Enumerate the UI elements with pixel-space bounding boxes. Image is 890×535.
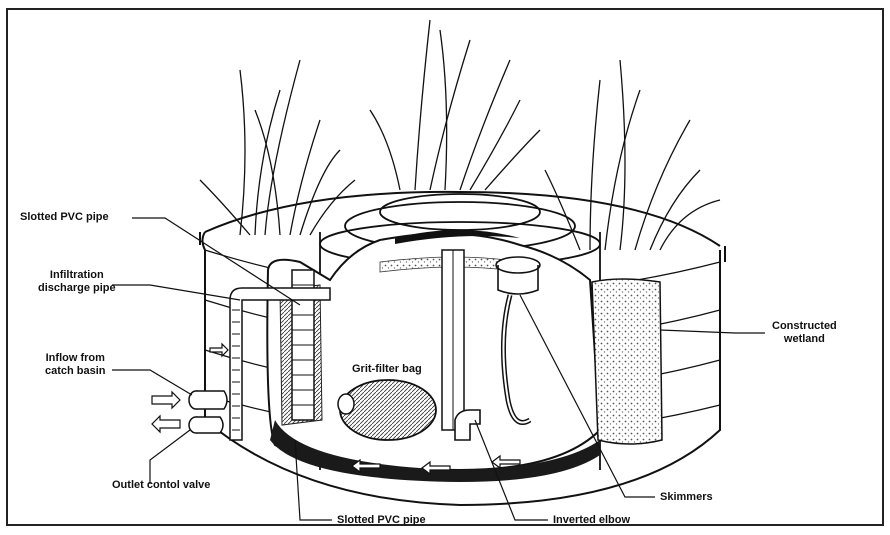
label-infiltration-line2: discharge pipe: [38, 282, 116, 295]
label-inflow-from-catch-basin: Inflow from catch basin: [45, 352, 106, 378]
label-slotted-pvc-pipe-top: Slotted PVC pipe: [20, 211, 109, 224]
label-inverted-elbow: Inverted elbow: [553, 514, 630, 527]
wetland-gravel: [592, 279, 662, 444]
label-constructed-line1: Constructed: [772, 320, 837, 333]
label-infiltration-line1: Infiltration: [38, 269, 116, 282]
leader-inflow: [112, 370, 192, 395]
label-infiltration-discharge-pipe: Infiltration discharge pipe: [38, 269, 116, 295]
outlet-control-valve: [189, 417, 223, 433]
label-inflow-line2: catch basin: [45, 365, 106, 378]
leader-outlet: [150, 430, 190, 484]
leader-constructed-wetland: [660, 330, 765, 333]
label-inflow-line1: Inflow from: [45, 352, 106, 365]
label-constructed-line2: wetland: [772, 333, 837, 346]
right-arrow-icon: [152, 392, 180, 408]
inflow-pipe: [189, 391, 227, 409]
label-outlet-control-valve: Outlet contol valve: [112, 479, 210, 492]
label-constructed-wetland: Constructed wetland: [772, 320, 837, 346]
label-slotted-pvc-pipe-bottom: Slotted PVC pipe: [337, 514, 426, 527]
grit-filter-bag: [338, 380, 436, 440]
left-arrow-icon: [152, 416, 180, 432]
leader-infiltration: [112, 285, 240, 300]
label-grit-filter-bag: Grit-filter bag: [352, 363, 422, 376]
cutaway: [267, 230, 600, 482]
label-skimmers: Skimmers: [660, 491, 713, 504]
